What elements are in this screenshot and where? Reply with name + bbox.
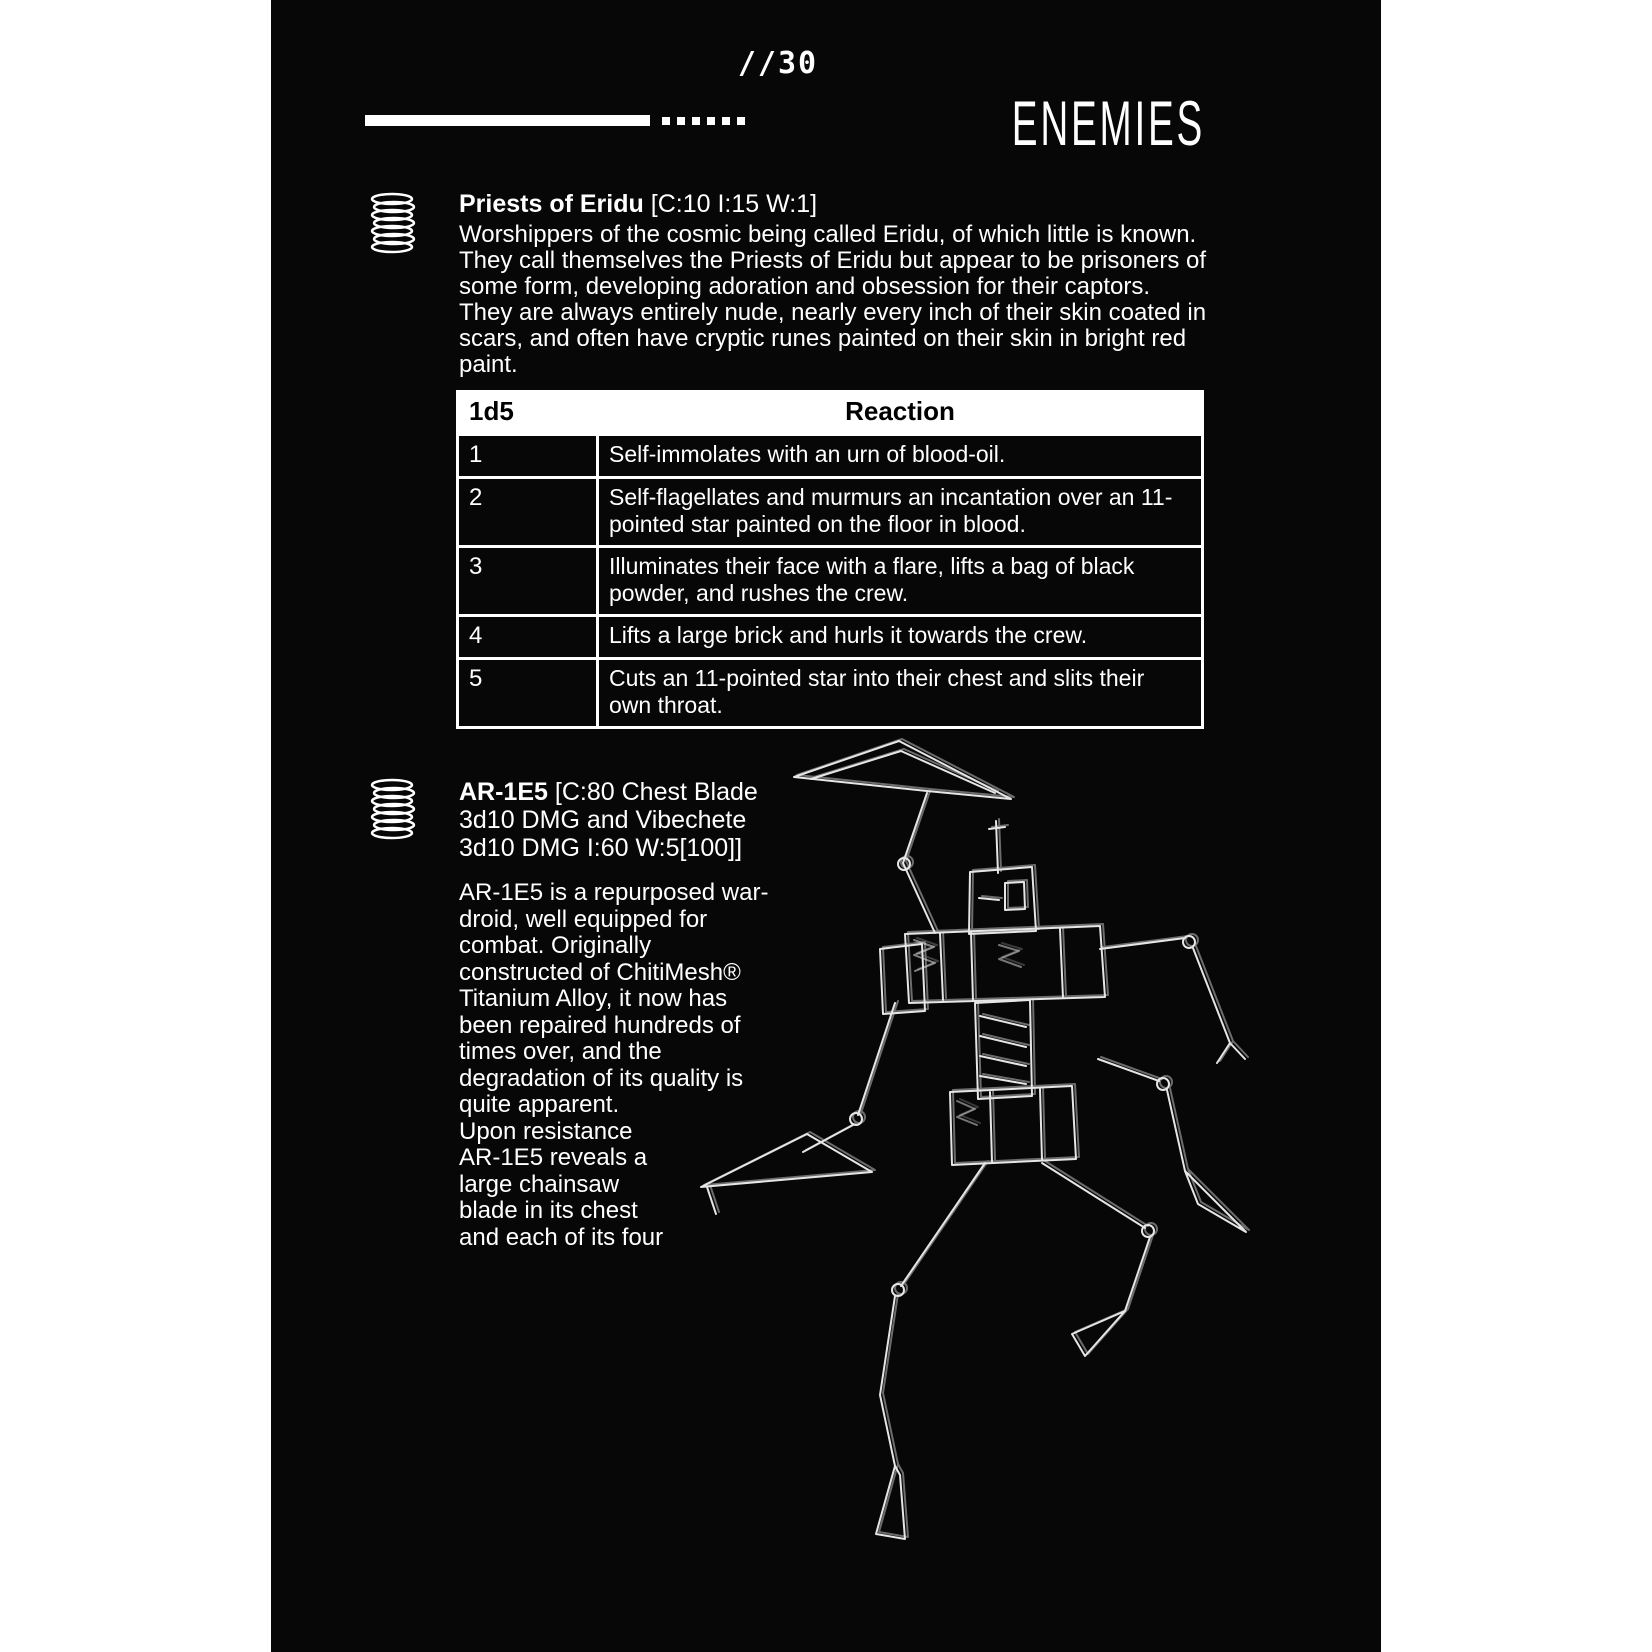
reaction-cell: Illuminates their face with a flare, lif… xyxy=(596,545,1204,617)
reaction-cell: Cuts an 11-pointed star into their chest… xyxy=(596,657,1204,729)
roll-cell: 3 xyxy=(456,545,599,617)
reaction-cell: Lifts a large brick and hurls it towards… xyxy=(596,614,1204,660)
ar1e5-name: AR-1E5 xyxy=(459,778,548,806)
table-header-row: 1d5 Reaction xyxy=(456,390,1204,436)
header-divider xyxy=(365,115,745,126)
ar1e5-description: AR-1E5 is a repurposed war-droid, well e… xyxy=(459,879,781,1251)
ar1e5-stats-line1: [C:80 Chest Blade xyxy=(554,778,758,806)
roll-cell: 4 xyxy=(456,614,599,660)
roll-cell: 2 xyxy=(456,476,599,548)
page: //30 ENEMIES Priests of Eridu[C:10 I:15 … xyxy=(271,0,1381,1652)
ar1e5-heading: AR-1E5[C:80 Chest Blade 3d10 DMG and Vib… xyxy=(459,778,819,862)
table-row: 1 Self-immolates with an urn of blood-oi… xyxy=(456,433,1204,479)
page-title: ENEMIES xyxy=(1011,88,1205,159)
table-row: 4 Lifts a large brick and hurls it towar… xyxy=(456,614,1204,660)
reaction-cell: Self-immolates with an urn of blood-oil. xyxy=(596,433,1204,479)
reaction-cell: Self-flagellates and murmurs an incantat… xyxy=(596,476,1204,548)
reaction-table: 1d5 Reaction 1 Self-immolates with an ur… xyxy=(456,390,1204,729)
ar1e5-stats-line3: 3d10 DMG I:60 W:5[100]] xyxy=(459,834,743,862)
table-row: 3 Illuminates their face with a flare, l… xyxy=(456,545,1204,617)
priests-heading: Priests of Eridu[C:10 I:15 W:1] xyxy=(459,190,1219,218)
roll-cell: 1 xyxy=(456,433,599,479)
coil-icon xyxy=(370,192,416,254)
ar1e5-description-bottom: Upon resistance AR-1E5 reveals a large c… xyxy=(459,1117,664,1251)
coil-icon xyxy=(370,778,416,840)
page-number: //30 xyxy=(737,46,819,81)
ar1e5-stats-line2: 3d10 DMG and Vibechete xyxy=(459,806,747,834)
col-header-reaction: Reaction xyxy=(596,390,1204,436)
ar1e5-description-top: AR-1E5 is a repurposed war-droid, well e… xyxy=(459,879,769,1118)
table-row: 5 Cuts an 11-pointed star into their che… xyxy=(456,657,1204,729)
priests-description: Worshippers of the cosmic being called E… xyxy=(459,221,1207,378)
divider-bar xyxy=(365,115,650,126)
war-droid-sketch-illustration xyxy=(700,738,1250,1540)
priests-stats: [C:10 I:15 W:1] xyxy=(650,190,818,218)
table-row: 2 Self-flagellates and murmurs an incant… xyxy=(456,476,1204,548)
roll-cell: 5 xyxy=(456,657,599,729)
col-header-roll: 1d5 xyxy=(456,390,599,436)
priests-name: Priests of Eridu xyxy=(459,190,644,218)
divider-dots xyxy=(662,116,745,125)
